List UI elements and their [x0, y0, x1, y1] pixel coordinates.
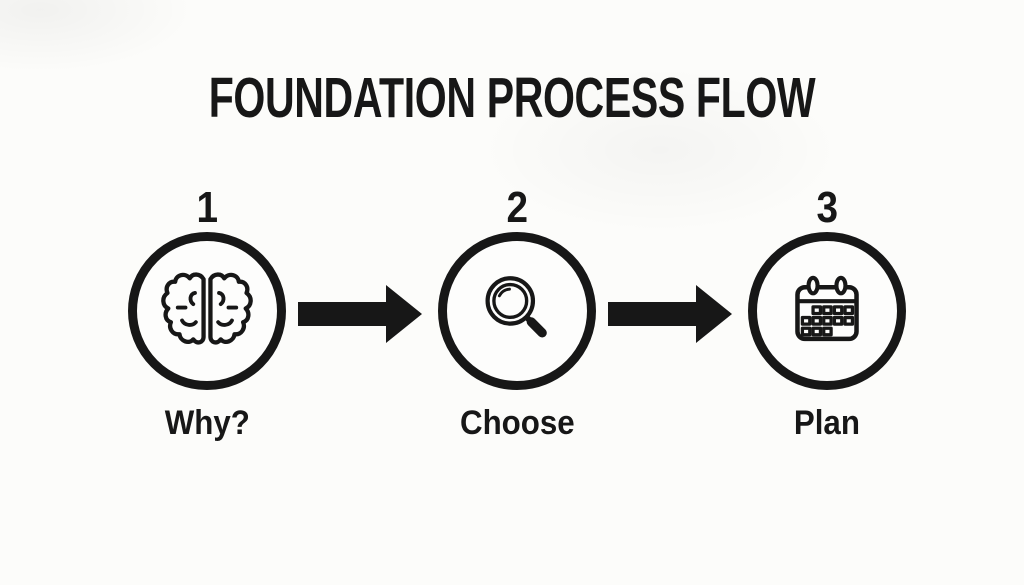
step-choose: 2 Choose [407, 186, 627, 440]
calendar-icon [786, 270, 868, 352]
step-number: 1 [196, 183, 218, 232]
step-number: 3 [816, 183, 838, 232]
page-title: FOUNDATION PROCESS FLOW [208, 66, 816, 130]
step-plan: 3 [717, 186, 937, 440]
step-label: Plan [793, 404, 861, 442]
magnifier-icon [475, 269, 559, 353]
step-number: 2 [506, 183, 528, 232]
step-label: Choose [459, 404, 575, 442]
step-circle [438, 232, 596, 390]
step-label: Why? [164, 404, 250, 442]
step-circle [128, 232, 286, 390]
brain-icon [161, 268, 253, 354]
step-why: 1 Why? [97, 186, 317, 440]
arrow-right-icon [608, 285, 732, 343]
step-circle [748, 232, 906, 390]
arrow-right-icon [298, 285, 422, 343]
